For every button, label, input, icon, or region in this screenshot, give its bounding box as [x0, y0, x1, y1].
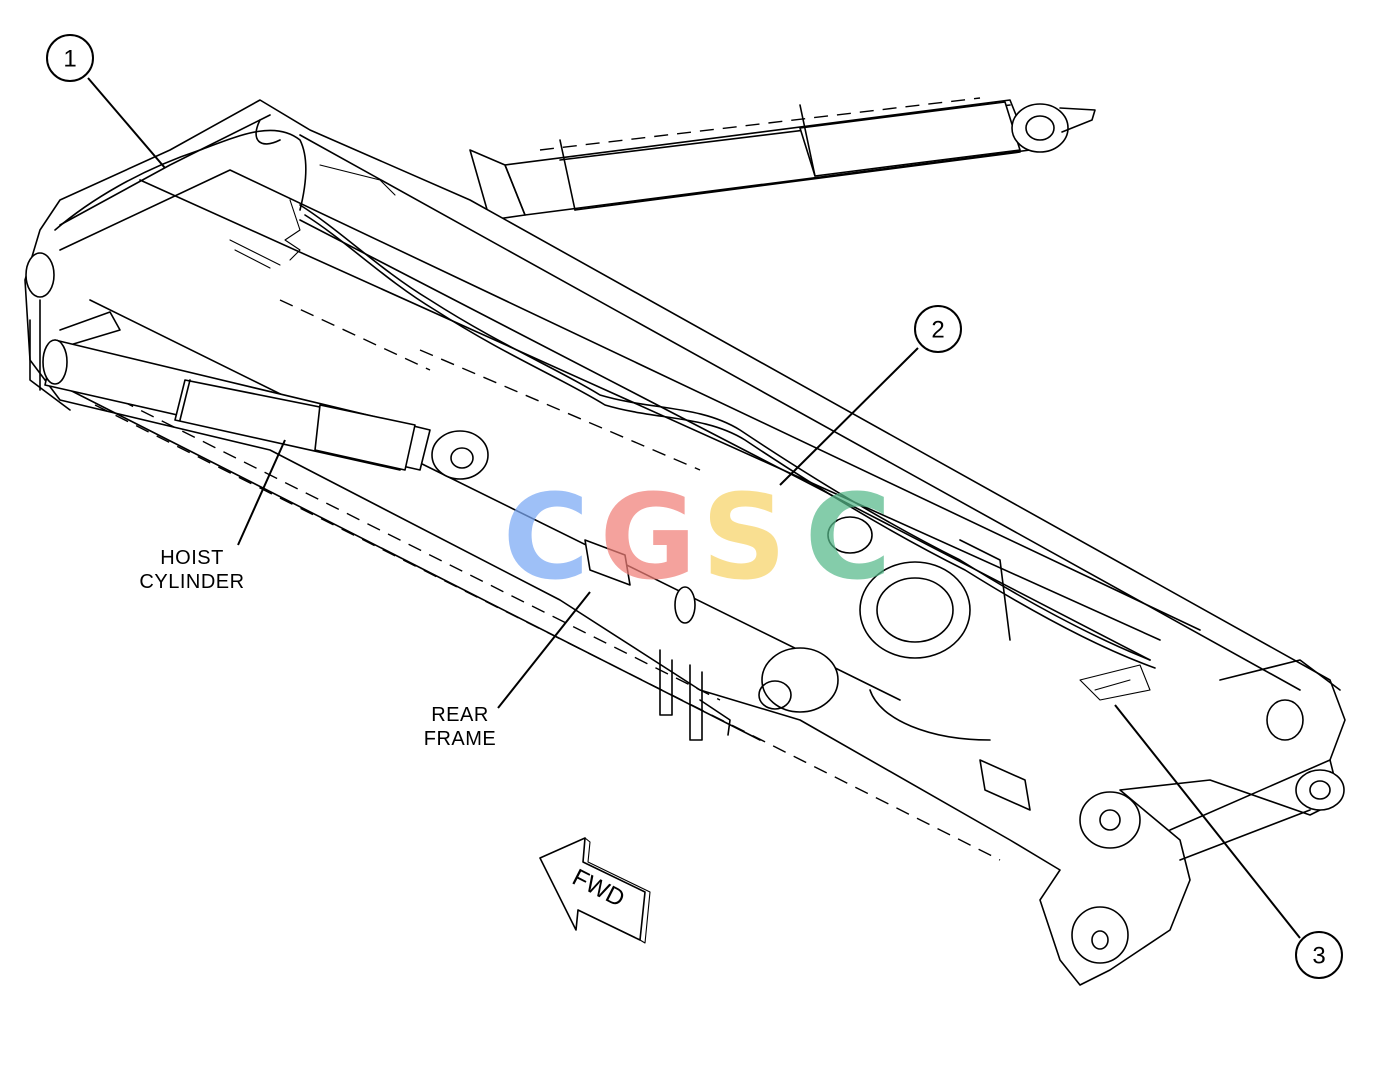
callout-1-number: 1 — [63, 46, 76, 73]
upper-cylinder — [469, 97, 1096, 221]
watermark-letter-g: G — [600, 468, 697, 606]
cgsc-watermark: C G S C — [503, 468, 892, 606]
rear-frame-label-line1: REAR — [431, 704, 489, 726]
callout-3-number: 3 — [1312, 943, 1325, 970]
hoist-cylinder-shape — [42, 339, 489, 480]
callout-2: 2 — [914, 305, 962, 353]
fwd-arrow: FWD — [539, 837, 651, 944]
watermark-letter-c2: C — [805, 468, 892, 606]
callout-2-number: 2 — [931, 317, 944, 344]
watermark-letter-s: S — [702, 468, 787, 606]
rear-frame-label: REAR FRAME — [424, 704, 497, 750]
callout-1: 1 — [46, 34, 94, 82]
rear-frame-label-line2: FRAME — [424, 728, 497, 750]
callout-3: 3 — [1295, 931, 1343, 979]
hoist-cylinder-label-line2: CYLINDER — [139, 571, 244, 593]
watermark-letter-c1: C — [503, 468, 590, 606]
wiring-harness — [54, 119, 1156, 701]
hoist-cylinder-label: HOIST CYLINDER — [139, 547, 244, 593]
rear-frame-body — [24, 99, 1346, 986]
callout-leaders — [87, 77, 1301, 939]
hoist-cylinder-label-line1: HOIST — [160, 547, 224, 569]
